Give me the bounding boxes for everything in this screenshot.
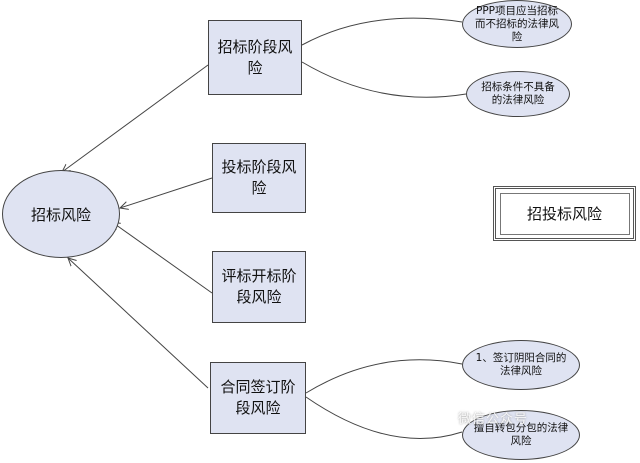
stage-node-label: 评标开标阶段风险 [221,267,297,306]
stage-node-contract: 合同签订阶段风险 [210,362,306,434]
connector-stage2-root [120,177,213,208]
connector-stage1-root [62,64,209,172]
stage-node-evaluation: 评标开标阶段风险 [212,251,306,323]
legend-inner-frame: 招投标风险 [499,192,630,235]
watermark-text: 微信公众号 [458,412,529,427]
risk-node-label: PPP项目应当招标而不招标的法律风险 [475,4,559,43]
risk-node-label: 擅自转包分包的法律风险 [473,422,569,447]
root-node-bidding-risk: 招标风险 [2,170,120,258]
connector-stage1-risk1 [301,17,463,46]
risk-node-ppp-not-tendered: PPP项目应当招标而不招标的法律风险 [462,0,572,48]
legend-label: 招投标风险 [526,205,602,223]
risk-node-subcontracting: 擅自转包分包的法律风险 [462,410,580,460]
stage-node-label: 招标阶段风险 [217,37,293,77]
root-node-label: 招标风险 [30,205,91,224]
stage-node-bid: 投标阶段风险 [212,143,306,213]
connector-stage4-risk3 [305,359,463,394]
stage-node-label: 合同签订阶段风险 [220,378,296,417]
connector-stage4-risk4 [305,396,463,440]
risk-node-conditions-unmet: 招标条件不具备的法律风险 [466,71,570,117]
risk-node-yin-yang-contract: 1、签订阴阳合同的法律风险 [462,340,580,390]
connector-stage4-root [68,258,209,389]
stage-node-tender: 招标阶段风险 [208,20,302,95]
connector-stage1-risk2 [301,61,467,98]
risk-node-label: 1、签订阴阳合同的法律风险 [475,352,567,377]
connector-stage3-root [112,222,213,294]
stage-node-label: 投标阶段风险 [221,158,297,197]
risk-node-label: 招标条件不具备的法律风险 [481,81,555,106]
legend-box: 招投标风险 [493,186,636,241]
